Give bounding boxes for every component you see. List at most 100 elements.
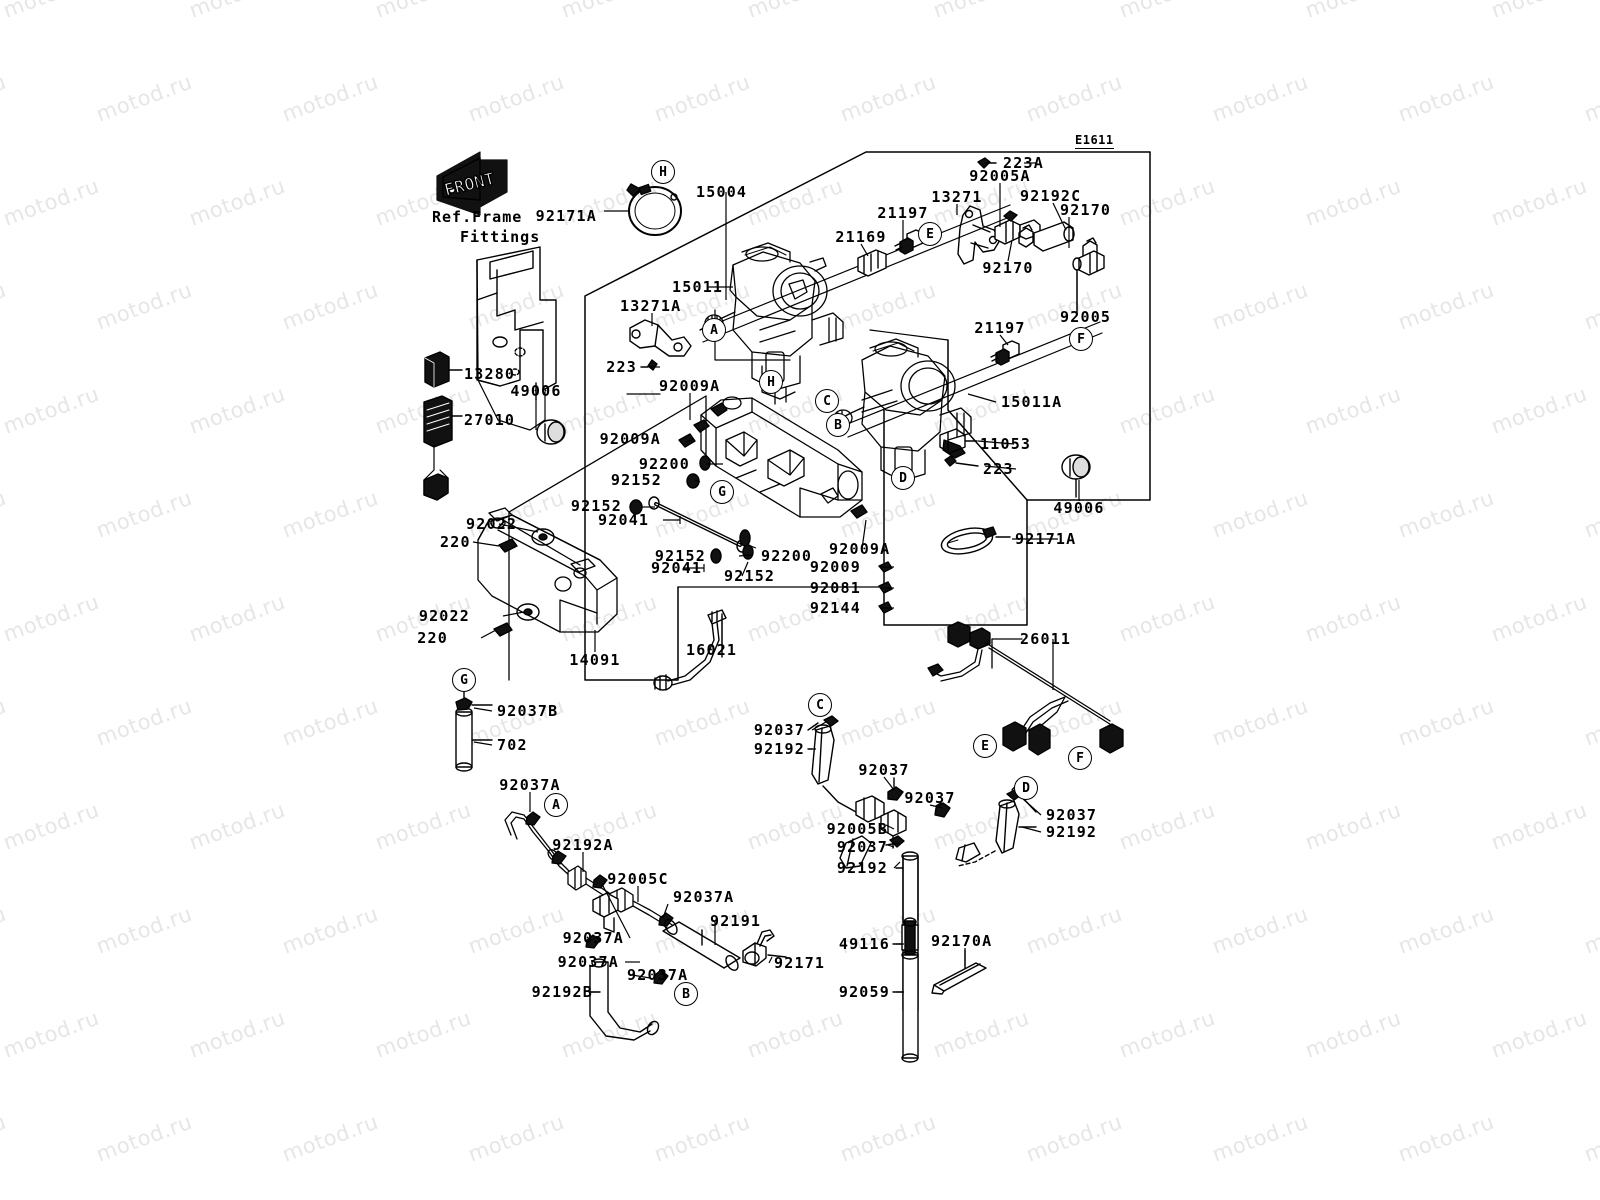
part-number-220[interactable]: 220 — [440, 533, 471, 551]
part-21169-fitting — [857, 249, 887, 277]
part-number-92009[interactable]: 92009 — [809, 558, 861, 576]
ref-circle-a-1[interactable]: A — [702, 318, 726, 342]
ref-circle-g-8[interactable]: G — [710, 480, 734, 504]
part-92170A-clip — [931, 949, 987, 995]
front-arrow-icon: FRONT — [436, 151, 508, 216]
part-number-21169[interactable]: 21169 — [835, 228, 887, 246]
part-number-92037[interactable]: 92037 — [836, 838, 888, 856]
part-number-92037A[interactable]: 92037A — [673, 888, 735, 906]
part-number-13271[interactable]: 13271 — [931, 188, 983, 206]
part-number-92005C[interactable]: 92005C — [607, 870, 669, 888]
part-number-92170[interactable]: 92170 — [982, 259, 1034, 277]
part-number-92037[interactable]: 92037 — [1046, 806, 1098, 824]
part-number-223[interactable]: 223 — [606, 358, 637, 376]
part-92005C-tee — [592, 892, 619, 933]
part-number-13271A[interactable]: 13271A — [620, 297, 682, 315]
fasteners-92022-220 — [493, 528, 555, 637]
part-number-92005[interactable]: 92005 — [1060, 308, 1112, 326]
part-92192-hose-c — [807, 715, 857, 813]
part-number-220[interactable]: 220 — [417, 629, 448, 647]
part-92171A-clamp-lower — [940, 526, 1011, 555]
part-number-92171A[interactable]: 92171A — [535, 207, 597, 225]
part-number-27010[interactable]: 27010 — [464, 411, 516, 429]
part-number-92037A[interactable]: 92037A — [557, 953, 619, 971]
part-number-15011A[interactable]: 15011A — [1001, 393, 1063, 411]
part-number-92022[interactable]: 92022 — [418, 607, 470, 625]
ref-circle-c-3[interactable]: C — [815, 389, 839, 413]
ref-circle-d-15[interactable]: D — [1014, 776, 1038, 800]
sheet-code: E1611 — [1075, 133, 1114, 149]
part-number-92200[interactable]: 92200 — [638, 455, 690, 473]
ref-circle-c-12[interactable]: C — [808, 693, 832, 717]
part-number-92041[interactable]: 92041 — [651, 559, 703, 577]
part-number-92022[interactable]: 92022 — [466, 515, 518, 533]
part-number-92171A[interactable]: 92171A — [1015, 530, 1077, 548]
part-number-21197[interactable]: 21197 — [877, 204, 929, 222]
ref-circle-e-6[interactable]: E — [918, 222, 942, 246]
part-number-92152[interactable]: 92152 — [570, 497, 622, 515]
part-number-92037[interactable]: 92037 — [904, 789, 956, 807]
part-number-92005A[interactable]: 92005A — [969, 167, 1031, 185]
ref-circle-g-9[interactable]: G — [452, 668, 476, 692]
part-number-92192[interactable]: 92192 — [1046, 823, 1098, 841]
part-number-223A[interactable]: 223A — [1003, 154, 1044, 172]
part-number-26011[interactable]: 26011 — [1020, 630, 1072, 648]
part-number-92037A[interactable]: 92037A — [562, 929, 624, 947]
ref-circle-h-0[interactable]: H — [651, 160, 675, 184]
ref-circle-a-10[interactable]: A — [544, 793, 568, 817]
part-number-92200[interactable]: 92200 — [761, 547, 813, 565]
ref-circle-e-13[interactable]: E — [973, 734, 997, 758]
part-number-92059[interactable]: 92059 — [838, 983, 890, 1001]
part-number-14091[interactable]: 14091 — [569, 651, 621, 669]
part-number-92152[interactable]: 92152 — [654, 547, 706, 565]
part-number-92192[interactable]: 92192 — [753, 740, 805, 758]
part-92041-rod-upper — [648, 496, 748, 553]
part-number-15011[interactable]: 15011 — [672, 278, 724, 296]
ref-circle-b-4[interactable]: B — [826, 413, 850, 437]
part-number-21197[interactable]: 21197 — [974, 319, 1026, 337]
part-number-92009A[interactable]: 92009A — [829, 540, 891, 558]
fasteners-92009A — [678, 419, 868, 519]
part-number-92037A[interactable]: 92037A — [627, 966, 689, 984]
part-number-92192C[interactable]: 92192C — [1020, 187, 1082, 205]
part-number-92144[interactable]: 92144 — [809, 599, 861, 617]
part-number-49006[interactable]: 49006 — [1053, 499, 1105, 517]
ref-circle-f-14[interactable]: F — [1068, 746, 1092, 770]
part-number-92170[interactable]: 92170 — [1060, 201, 1112, 219]
part-number-15004[interactable]: 15004 — [696, 183, 748, 201]
ref-circle-d-5[interactable]: D — [891, 466, 915, 490]
part-number-92009A[interactable]: 92009A — [659, 377, 721, 395]
part-number-92081[interactable]: 92081 — [809, 579, 861, 597]
part-92005-fitting — [1072, 250, 1105, 316]
part-number-13280[interactable]: 13280 — [464, 365, 516, 383]
part-number-92191[interactable]: 92191 — [710, 912, 762, 930]
part-number-92152[interactable]: 92152 — [724, 567, 776, 585]
part-number-49006[interactable]: 49006 — [510, 382, 562, 400]
part-92037-92192-c-lower — [839, 835, 872, 869]
part-number-92037[interactable]: 92037 — [753, 721, 805, 739]
part-number-92037A[interactable]: 92037A — [499, 776, 561, 794]
part-number-92037[interactable]: 92037 — [858, 761, 910, 779]
part-number-49116[interactable]: 49116 — [838, 935, 890, 953]
ref-circle-f-7[interactable]: F — [1069, 327, 1093, 351]
part-number-92041[interactable]: 92041 — [598, 511, 650, 529]
part-number-702[interactable]: 702 — [497, 736, 528, 754]
part-number-92005B[interactable]: 92005B — [826, 820, 888, 838]
part-number-92152[interactable]: 92152 — [610, 471, 662, 489]
part-number-92009A[interactable]: 92009A — [599, 430, 661, 448]
part-number-223[interactable]: 223 — [983, 460, 1014, 478]
part-number-92192A[interactable]: 92192A — [552, 836, 614, 854]
part-number-92170A[interactable]: 92170A — [931, 932, 993, 950]
part-49006-grommet-left — [536, 419, 566, 445]
part-number-92192B[interactable]: 92192B — [531, 983, 593, 1001]
part-15004-intake-duct — [700, 396, 863, 518]
part-number-92192[interactable]: 92192 — [836, 859, 888, 877]
part-number-92037B[interactable]: 92037B — [497, 702, 559, 720]
ref-line-1: Ref.Frame — [432, 208, 523, 226]
part-number-92171[interactable]: 92171 — [774, 954, 826, 972]
part-number-11053[interactable]: 11053 — [980, 435, 1032, 453]
part-number-16021[interactable]: 16021 — [686, 641, 738, 659]
ref-circle-b-11[interactable]: B — [674, 982, 698, 1006]
ref-circle-h-2[interactable]: H — [759, 370, 783, 394]
